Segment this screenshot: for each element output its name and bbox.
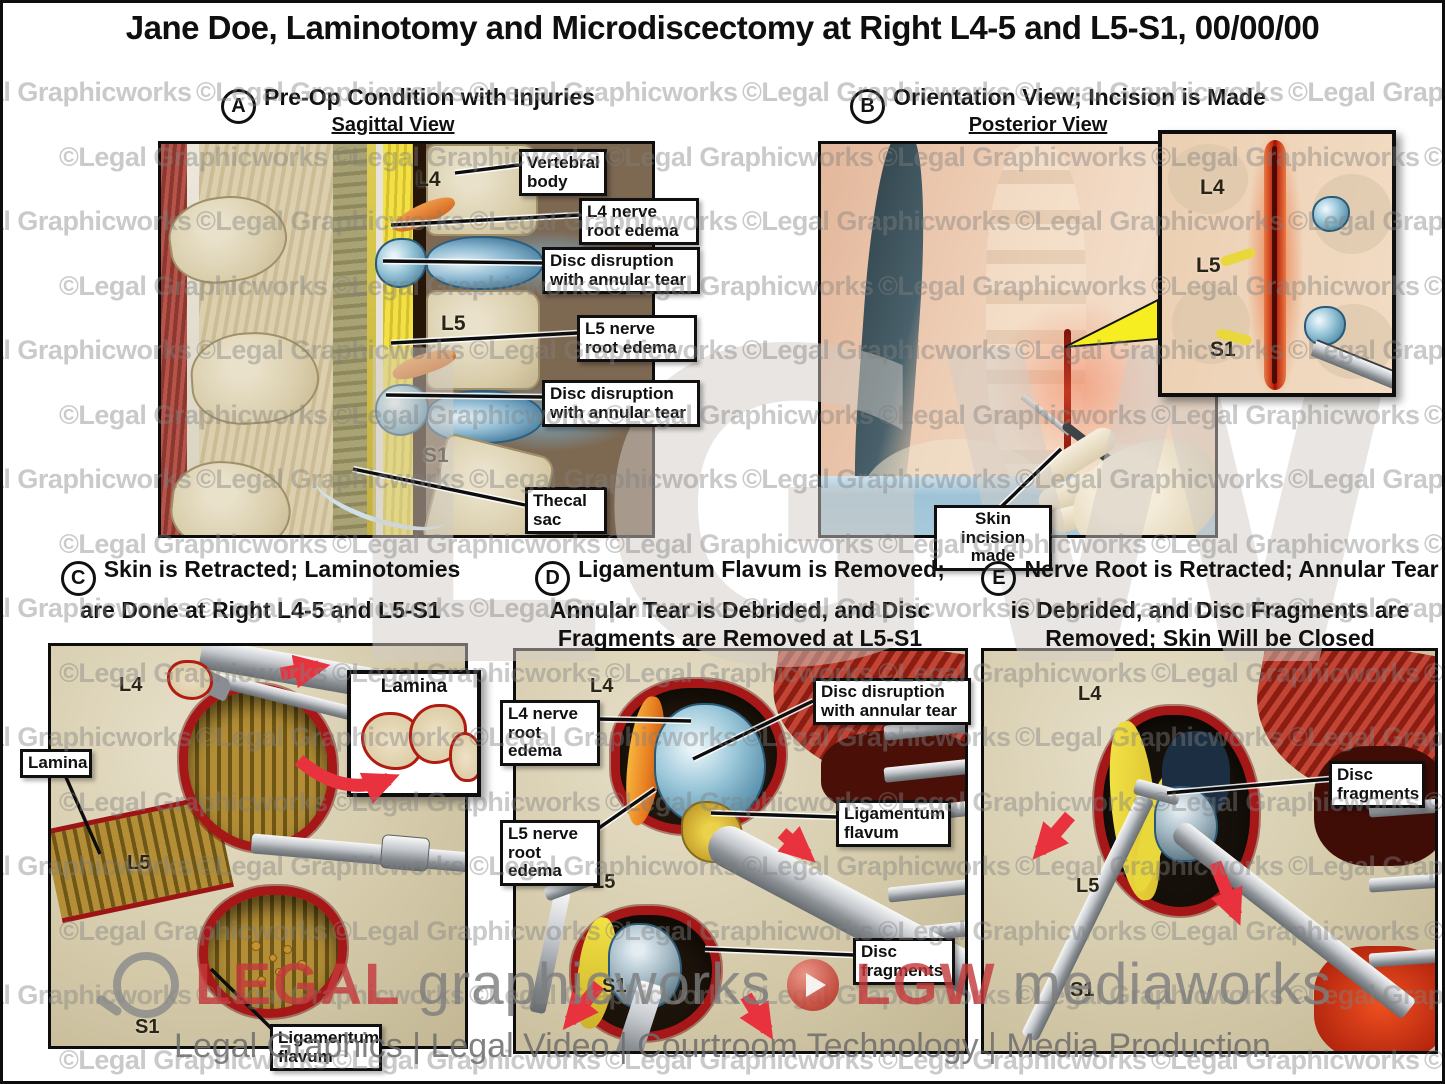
disc-l5-s1 [426,390,544,444]
callout-disc-disruption-d: Disc disruption with annular tear [813,678,971,726]
panel-c-lamina-inset: Lamina [347,670,481,797]
panel-c-heading-text: Skin is Retracted; Laminotomies are Done… [80,556,461,623]
lamina-inset-title: Lamina [380,676,448,697]
panel-d-heading-text: Ligamentum Flavum is Removed; Annular Te… [549,556,945,651]
inset-incision-depth-line [1272,146,1277,384]
panel-a-heading: A Pre-Op Condition with Injuries [163,83,653,124]
erector-muscle [161,144,187,535]
panel-a-label-s1: S1 [423,444,449,467]
inset-label-l4: L4 [1200,176,1225,199]
inset-herniation-blob-upper [1312,196,1350,232]
nerve-root-retractor-e [1020,793,1155,1042]
disc-l4-5 [426,236,544,290]
panel-e-heading-text: Nerve Root is Retracted; Annular Tear is… [1010,556,1439,651]
callout-ligamentum-flavum-d: Ligamentum flavum [836,800,951,848]
panel-b-letter-badge: B [850,88,886,124]
ligament-band [367,144,376,535]
panel-d-letter-badge: D [535,560,571,596]
suction-instrument [250,833,465,875]
panel-e-label-l4: L4 [1078,683,1102,705]
bone-crumb-6 [257,976,266,985]
panel-d-label-l4: L4 [590,675,614,697]
callout-disc-disruption-l45: Disc disruption with annular tear [542,247,700,295]
panel-b-heading-text: Orientation View; Incision is Made [893,84,1266,110]
inset-label-s1: S1 [1210,338,1236,361]
skin-incision-line [1064,329,1071,454]
page-title: Jane Doe, Laminotomy and Microdiscectomy… [125,9,1320,46]
callout-l4-nerve-root-edema: L4 nerve root edema [579,198,699,246]
removed-bone-fragment [167,660,213,700]
inset-herniation-blob-lower [1304,306,1346,346]
lamina-fragment-3 [449,732,477,782]
panel-b-heading: B Orientation View; Incision is Made [808,83,1308,124]
panel-e-letter-badge: E [981,560,1017,596]
watermark-tile: ©Legal Graphicworks [1424,141,1444,172]
bone-crumb-4 [297,960,307,970]
inset-bone-ghost-1 [1168,144,1248,214]
panel-e-label-l5: L5 [1076,875,1100,897]
bone-crumb-5 [275,968,283,976]
panel-a-label-l5: L5 [441,312,466,335]
suction-collar [379,833,431,873]
panel-c-letter-badge: C [60,560,96,596]
callout-disc-fragments-e: Disc fragments [1329,761,1425,809]
inset-label-l5: L5 [1196,254,1221,277]
panel-d-label-s1: S1 [602,975,627,997]
watermark-tile: ©Legal Graphicworks [1424,399,1444,430]
bone-crumb-3 [283,945,292,954]
panel-c-label-l5: L5 [127,852,151,874]
bone-crumb-1 [251,941,261,951]
vertebra-l5-body [426,290,540,390]
retractor-blade-e-2 [1368,873,1435,893]
callout-l4-nerve-root-edema-d: L4 nerve root edema [500,700,600,767]
panel-a-view-label: Sagittal View [331,114,455,136]
panel-e-illustration: L4 L5 S1 [981,648,1438,1054]
callout-disc-disruption-l5s1: Disc disruption with annular tear [542,380,700,428]
watermark-tile: ©Legal Graphicworks [1424,270,1444,301]
watermark-tile: ©Legal Graphicworks [1288,77,1444,107]
callout-l5-nerve-root-edema: L5 nerve root edema [577,315,697,363]
panel-b-view-label: Posterior View [968,114,1108,136]
panel-e-label-s1: S1 [1070,979,1095,1001]
panel-c-label-s1: S1 [135,1016,160,1038]
dura-line [376,144,383,535]
retractor-blade-d-4 [887,878,965,903]
callout-lamina: Lamina [20,749,92,778]
panel-b-inset: L4 L5 S1 [1158,130,1396,397]
callout-vertebral-body: Vertebral body [519,149,607,197]
callout-l5-nerve-root-edema-d: L5 nerve root edema [500,820,600,887]
panel-a-label-l4: L4 [416,168,441,191]
nerve-retractor-d [529,888,571,1015]
bone-crumb-2 [269,954,277,962]
panel-c-label-l4: L4 [119,674,143,696]
panel-a-letter-badge: A [221,88,257,124]
watermark-tile: ©Legal Graphicworks [1288,464,1444,494]
callout-skin-incision-made: Skin incision made [934,505,1052,572]
callout-thecal-sac: Thecal sac [525,487,607,535]
inset-bone-ghost-3 [1172,284,1250,364]
laminotomy-opening-l5s1 [199,886,347,1018]
callout-ligamentum-flavum-c: Ligamentum flavum [270,1024,382,1072]
panel-a-heading-text: Pre-Op Condition with Injuries [264,84,595,110]
callout-disc-fragments-d: Disc fragments [853,938,955,986]
